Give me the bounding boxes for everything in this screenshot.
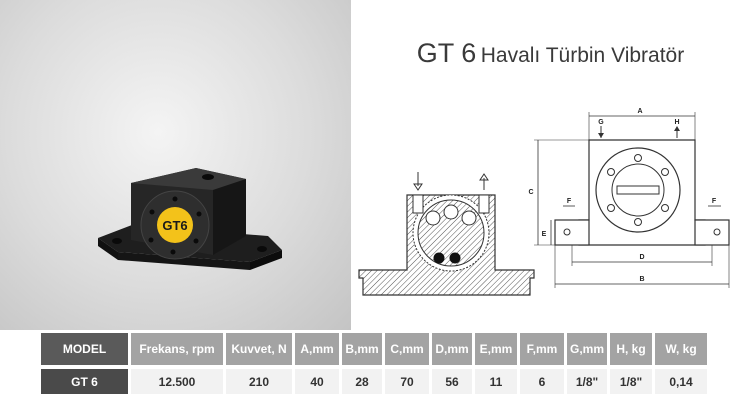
label-d: D (639, 254, 644, 261)
vibrator-base-side (98, 238, 118, 260)
label-c: C (528, 189, 533, 196)
label-h: H (674, 119, 679, 126)
label-a-top: A (637, 108, 642, 115)
cover-screw (196, 211, 202, 217)
col-header-f: F,mm (520, 333, 564, 365)
cell-d: 56 (432, 369, 472, 394)
page-title: GT 6 Havalı Türbin Vibratör (351, 38, 750, 69)
mounting-hole-left (112, 238, 122, 244)
col-header-frequency: Frekans, rpm (131, 333, 223, 365)
cell-g: 1/8" (567, 369, 607, 394)
spec-header-row: MODEL Frekans, rpm Kuvvet, N A,mm B,mm C… (41, 333, 707, 365)
cell-h: 1/8" (610, 369, 652, 394)
vibrator-base-end (250, 250, 282, 270)
cell-model: GT 6 (41, 369, 128, 394)
title-model: GT 6 (416, 38, 477, 68)
rotor-hole (461, 210, 477, 226)
cell-c: 70 (385, 369, 429, 394)
weight-ball (449, 252, 461, 264)
col-header-e: E,mm (475, 333, 517, 365)
col-header-force: Kuvvet, N (226, 333, 292, 365)
rotor-hole (443, 204, 459, 220)
front-view: A C E D B F F G H (528, 108, 730, 288)
cover-screw (148, 237, 154, 243)
rotor-hole (425, 210, 441, 226)
cover-screw (172, 196, 178, 202)
cell-w: 0,14 (655, 369, 707, 394)
cover-screw (193, 238, 199, 244)
cell-f: 6 (520, 369, 564, 394)
col-header-w: W, kg (655, 333, 707, 365)
air-port-hole (202, 174, 214, 180)
cell-b: 28 (342, 369, 382, 394)
label-b: B (639, 276, 644, 283)
cover-screw (170, 249, 176, 255)
technical-drawing: A C E D B F F G H (358, 108, 730, 296)
label-f-left: F (567, 198, 572, 205)
label-e: E (542, 231, 547, 238)
col-header-model: MODEL (41, 333, 128, 365)
col-header-d: D,mm (432, 333, 472, 365)
col-header-c: C,mm (385, 333, 429, 365)
col-header-g: G,mm (567, 333, 607, 365)
spec-table: MODEL Frekans, rpm Kuvvet, N A,mm B,mm C… (38, 329, 710, 398)
cell-a: 40 (295, 369, 339, 394)
gt6-badge (157, 207, 193, 243)
cell-e: 11 (475, 369, 517, 394)
mounting-hole-right (257, 246, 267, 252)
col-header-h: H, kg (610, 333, 652, 365)
vibrator-base-front (118, 252, 250, 270)
vibrator-body-top (131, 168, 246, 190)
label-g: G (598, 119, 604, 126)
title-subtitle: Havalı Türbin Vibratör (480, 44, 685, 67)
product-photo-panel: GT6 (0, 0, 351, 330)
label-f-right: F (712, 198, 717, 205)
cover-screw (149, 209, 155, 215)
col-header-b: B,mm (342, 333, 382, 365)
cell-frequency: 12.500 (131, 369, 223, 394)
col-header-a: A,mm (295, 333, 339, 365)
gt6-badge-label: GT6 (162, 218, 187, 233)
cell-force: 210 (226, 369, 292, 394)
weight-ball (433, 252, 445, 264)
table-row: GT 6 12.500 210 40 28 70 56 11 6 1/8" 1/… (41, 369, 707, 394)
section-view (358, 172, 535, 296)
vibrator-body-side (213, 179, 246, 255)
product-photo: GT6 (98, 168, 282, 270)
